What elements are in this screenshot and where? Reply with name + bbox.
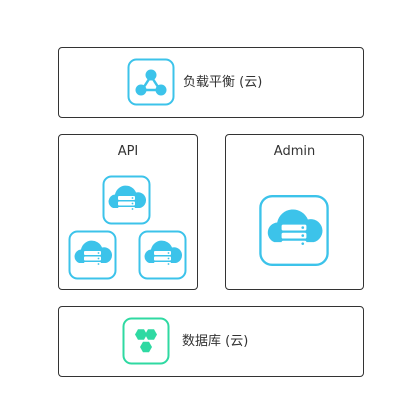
api-box: API bbox=[58, 134, 198, 290]
load-balancer-box: 负载平衡 (云) bbox=[58, 47, 364, 118]
cloud-server-icon bbox=[102, 175, 151, 225]
admin-title: Admin bbox=[273, 144, 316, 159]
admin-box: Admin bbox=[225, 134, 364, 290]
cloud-server-icon bbox=[68, 230, 117, 280]
cloud-server-icon bbox=[258, 194, 330, 267]
api-title: API bbox=[117, 144, 139, 159]
database-box: 数据库 (云) bbox=[58, 306, 364, 377]
load-balancer-icon bbox=[127, 58, 175, 106]
database-label: 数据库 (云) bbox=[182, 334, 249, 349]
load-balancer-label: 负载平衡 (云) bbox=[183, 75, 263, 90]
cloud-server-icon bbox=[138, 230, 187, 280]
database-hexagon-icon bbox=[122, 317, 170, 365]
